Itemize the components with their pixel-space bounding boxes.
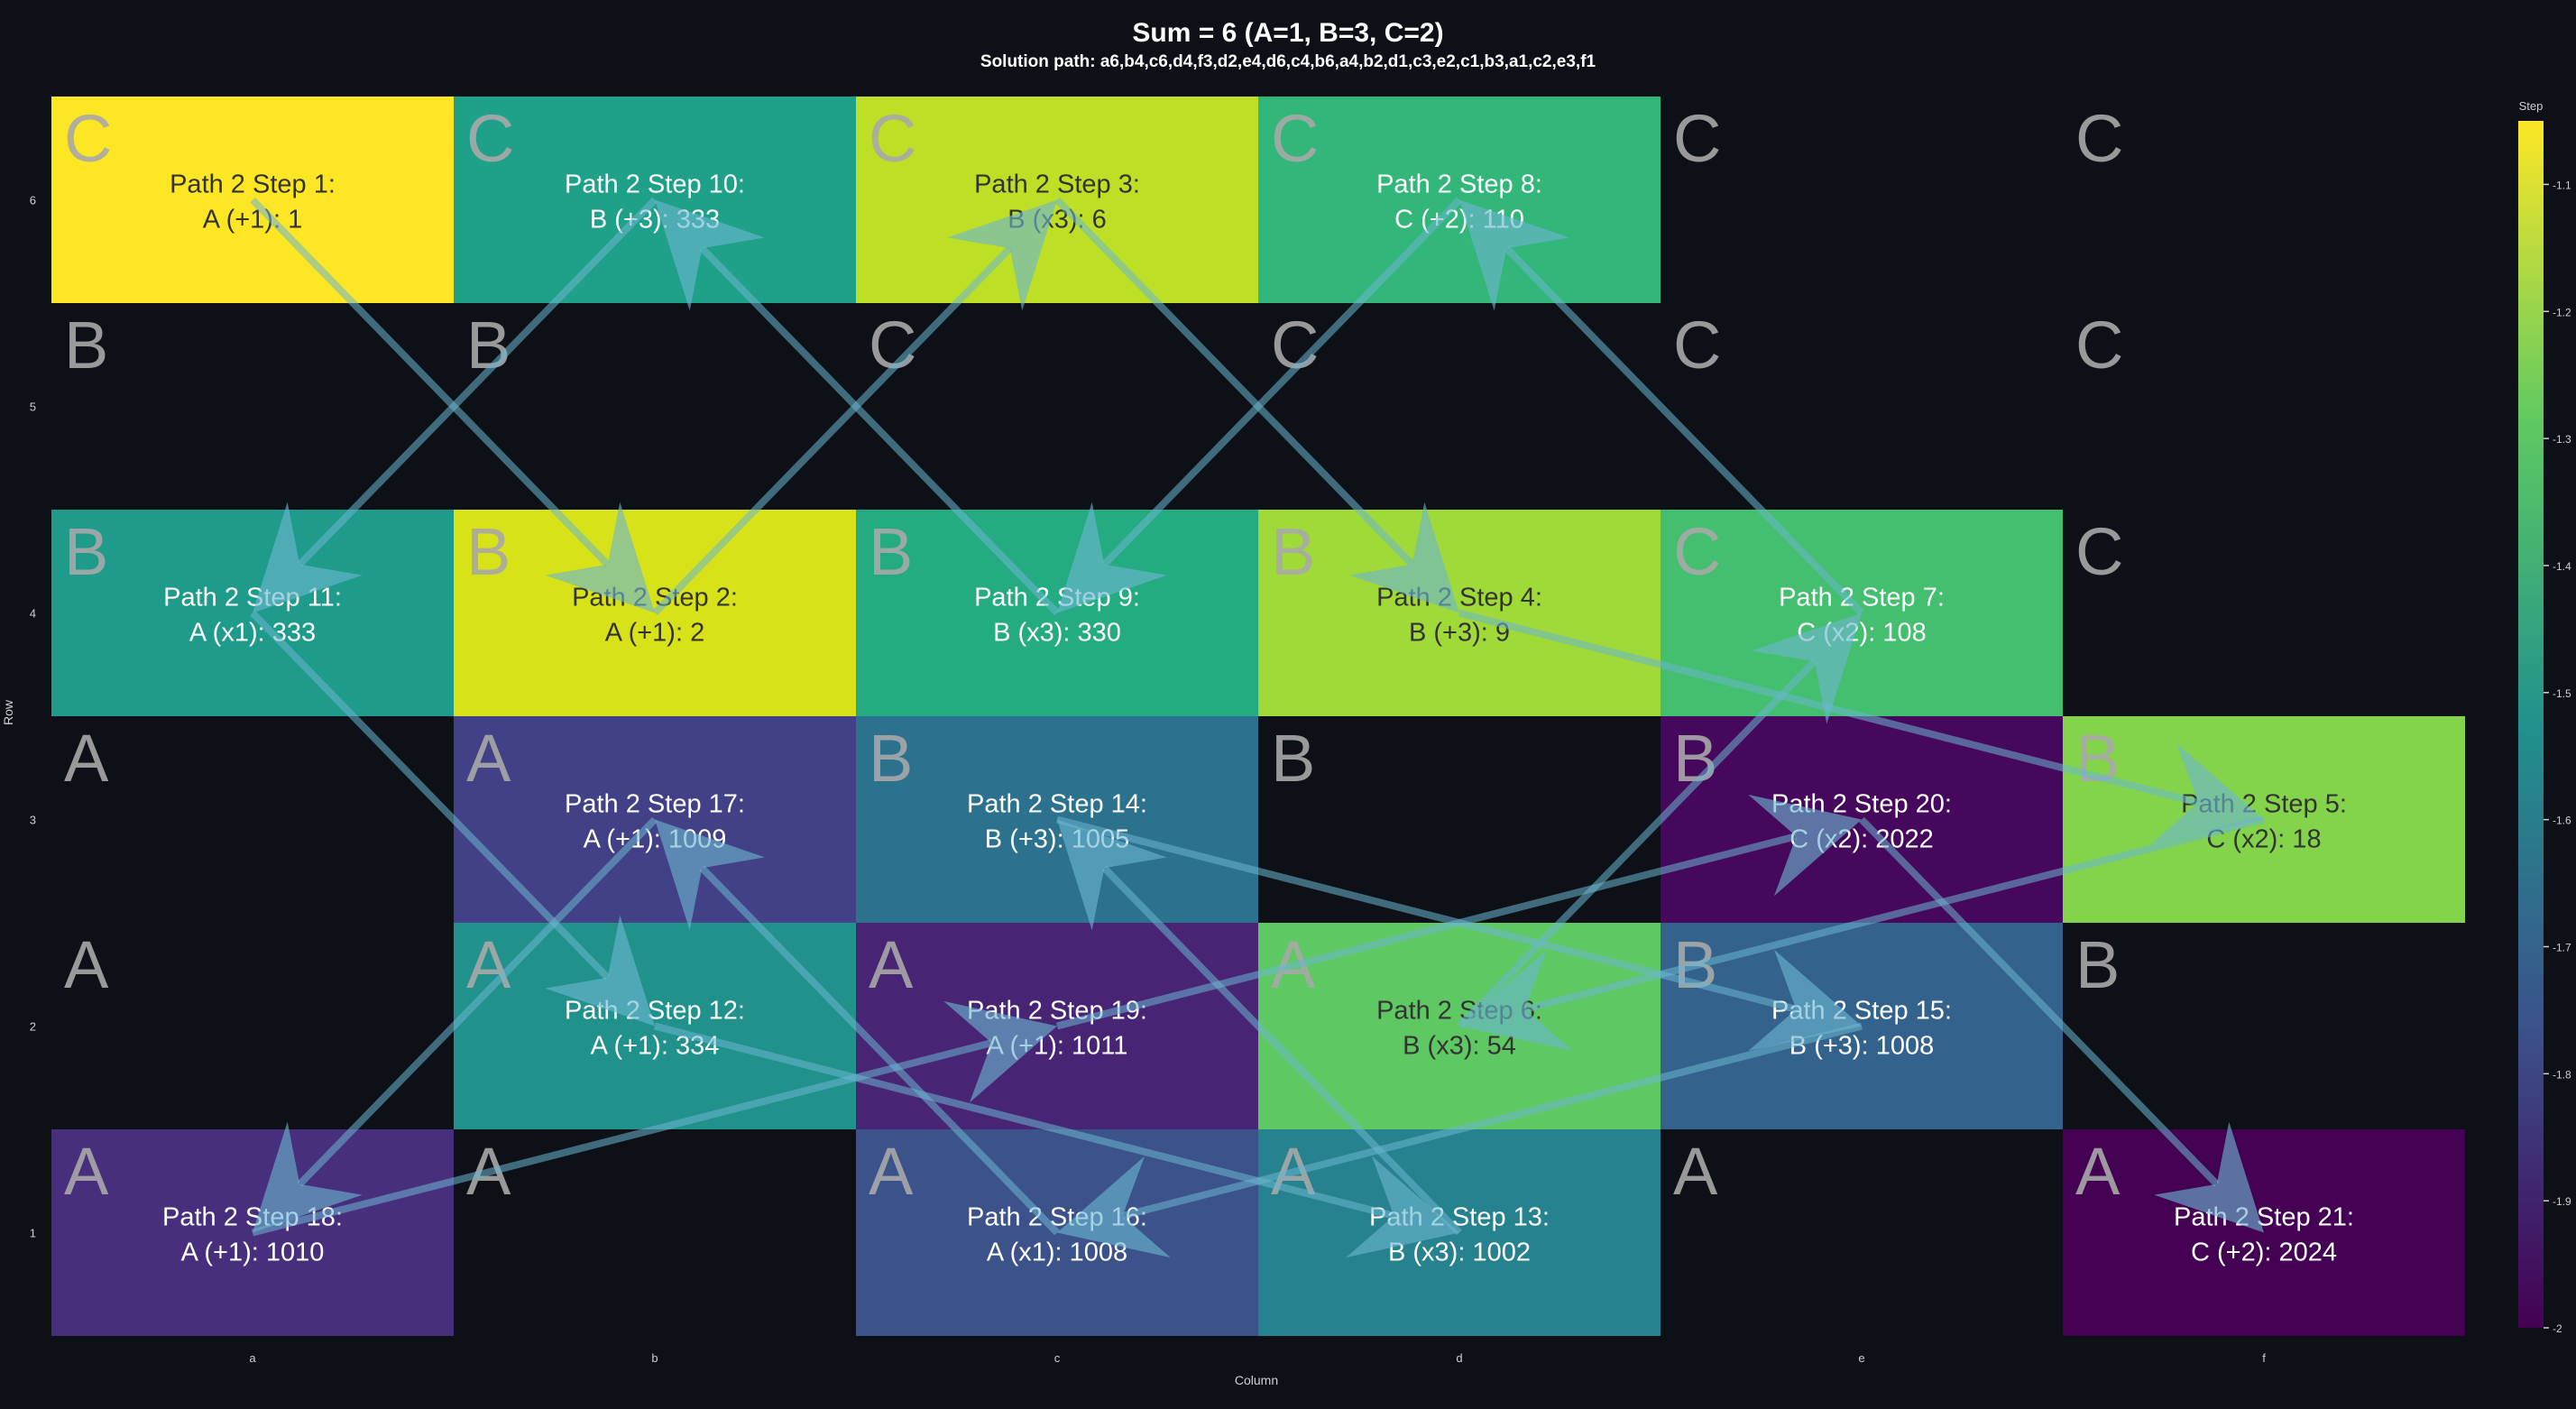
- path-arrow: [1056, 815, 1862, 1052]
- path-arrow: [1459, 199, 1864, 616]
- step-label-line2: B (x3): 330: [993, 619, 1121, 648]
- chart-subtitle: Solution path: a6,b4,c6,d4,f3,d2,e4,d6,c…: [980, 52, 1596, 71]
- cell-letter-a2: A: [64, 927, 109, 1002]
- cell-letter-b3: A: [466, 721, 511, 796]
- colorbar-tick-label: -1.3: [2553, 433, 2571, 446]
- colorbar-tick-label: -1.5: [2553, 687, 2571, 700]
- step-label-line2: A (x1): 333: [189, 619, 316, 648]
- cell-letter-b4: B: [466, 514, 511, 589]
- cell-letter-d4: B: [1271, 514, 1315, 589]
- colorbar-tick-label: -1.1: [2553, 179, 2571, 191]
- step-label-line2: A (+1): 2: [605, 619, 704, 648]
- path-arrow: [1057, 1022, 1863, 1258]
- x-tick-label: d: [1456, 1351, 1462, 1365]
- cell-letter-f1: A: [2075, 1134, 2121, 1209]
- x-tick-label: a: [249, 1351, 256, 1365]
- path-arrows-layer: [250, 197, 2265, 1258]
- path-arrow: [1457, 612, 1862, 1029]
- cell-letter-c6: C: [869, 101, 916, 176]
- x-tick-label: e: [1858, 1351, 1864, 1365]
- cell-letter-a1: A: [64, 1134, 109, 1209]
- path-arrow: [1459, 815, 2265, 1052]
- cell-letter-c2: A: [869, 927, 914, 1002]
- step-label-line1: Path 2 Step 10:: [565, 170, 745, 199]
- colorbar-ticks: -1.1 -1.2 -1.3 -1.4 -1.5 -1.6 -1.7 -1.8 -1.9 -2: [2544, 179, 2571, 1335]
- y-tick-label: 1: [30, 1227, 36, 1240]
- step-label-line1: Path 2 Step 17:: [565, 790, 745, 819]
- path-arrow: [253, 816, 658, 1233]
- colorbar-tick-label: -2: [2553, 1322, 2562, 1335]
- cell-letter-c1: A: [869, 1134, 914, 1209]
- colorbar-tick-label: -1.7: [2553, 941, 2571, 953]
- x-tick-label: f: [2262, 1351, 2266, 1365]
- step-label-line1: Path 2 Step 3:: [974, 170, 1140, 199]
- step-label-line2: A (+1): 1010: [181, 1239, 325, 1267]
- colorbar-tick-label: -1.4: [2553, 560, 2571, 573]
- y-tick-label: 6: [30, 194, 36, 207]
- y-tick-label: 5: [30, 401, 36, 414]
- step-label-line2: A (+1): 1: [203, 206, 302, 235]
- cell-letter-d3: B: [1271, 721, 1315, 796]
- colorbar-tick-label: -1.6: [2553, 815, 2571, 827]
- cell-letter-e1: A: [1673, 1134, 1718, 1209]
- cell-letter-f6: C: [2075, 101, 2123, 176]
- x-axis-label: Column: [1235, 1373, 1278, 1387]
- path-arrow: [253, 197, 658, 613]
- colorbar-tick-label: -1.8: [2553, 1068, 2571, 1081]
- step-label-line1: Path 2 Step 8:: [1376, 170, 1542, 199]
- colorbar-label: Step: [2519, 99, 2544, 113]
- axes-layer: Column Row a b c d e f 1 2 3 4 5 6: [1, 194, 2266, 1388]
- cell-letter-a3: A: [64, 721, 109, 796]
- step-label-line1: Path 2 Step 14:: [967, 790, 1147, 819]
- y-tick-label: 3: [30, 814, 36, 827]
- colorbar-tick-label: -1.9: [2553, 1195, 2571, 1208]
- path-arrow: [655, 199, 1060, 616]
- path-arrow: [655, 819, 1060, 1236]
- cell-letter-e4: C: [1673, 514, 1721, 589]
- y-axis-label: Row: [1, 699, 15, 725]
- step-label-line1: Path 2 Step 1:: [170, 170, 336, 199]
- path-arrow: [252, 1000, 1057, 1237]
- path-arrow: [1056, 794, 1862, 1030]
- cell-letter-f5: C: [2075, 308, 2123, 382]
- chart-title: Sum = 6 (A=1, B=3, C=2): [1132, 18, 1444, 48]
- path-arrow: [1057, 197, 1462, 613]
- path-arrow: [1859, 816, 2264, 1233]
- path-arrow: [250, 610, 655, 1027]
- cell-letter-f2: B: [2075, 927, 2120, 1002]
- colorbar-gradient: [2518, 121, 2544, 1328]
- path-arrow: [1057, 819, 1462, 1236]
- path-arrow: [1054, 197, 1459, 613]
- colorbar-tick-label: -1.2: [2553, 306, 2571, 318]
- cell-letters-layer: AAAAAAAAAABBAABBBBBBBBCCBBCCCCCCCCCC: [64, 101, 2123, 1209]
- path-arrow: [652, 199, 1057, 616]
- cell-letter-a4: B: [64, 514, 108, 589]
- cell-letter-f4: C: [2075, 514, 2123, 589]
- colorbar: Step -1.1-1.2-1.3-1.4-1.5-1.6-1.7-1.8-1.…: [2518, 99, 2571, 1335]
- cell-letter-a5: B: [64, 308, 108, 382]
- path-arrow: [654, 1022, 1459, 1258]
- cell-letter-c3: B: [869, 721, 913, 796]
- step-label-line1: Path 2 Step 7:: [1779, 584, 1945, 612]
- y-tick-label: 2: [30, 1020, 36, 1034]
- y-tick-label: 4: [30, 607, 36, 621]
- step-label-line2: B (x3): 54: [1403, 1032, 1516, 1061]
- cell-letter-a6: C: [64, 101, 112, 176]
- step-label-line2: C (+2): 2024: [2191, 1239, 2337, 1267]
- cell-letter-b6: C: [466, 101, 514, 176]
- x-tick-label: c: [1054, 1351, 1061, 1365]
- cell-letter-c4: B: [869, 514, 913, 589]
- path-arrow: [250, 197, 655, 613]
- cell-letter-e5: C: [1673, 308, 1721, 382]
- cell-letter-e6: C: [1673, 101, 1721, 176]
- x-tick-label: b: [651, 1351, 658, 1365]
- cell-letter-d6: C: [1271, 101, 1319, 176]
